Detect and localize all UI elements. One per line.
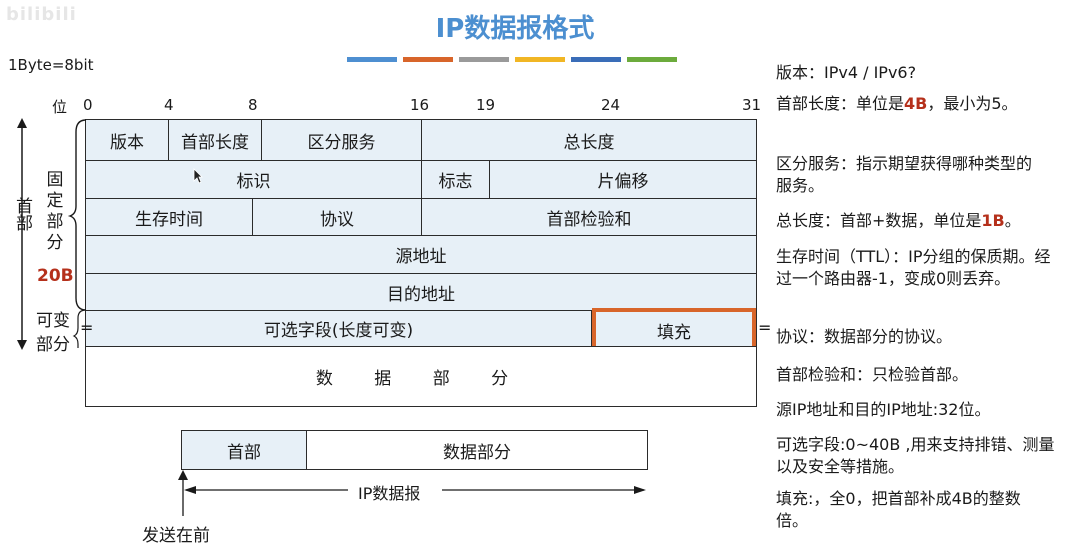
bit-tick-16: 16 — [410, 96, 430, 114]
datagram-label: IP数据报 — [356, 480, 423, 504]
bit-tick-4: 4 — [164, 96, 174, 114]
variable-part-label-2: 部分 — [36, 335, 70, 355]
variable-part-label-1: 可变 — [36, 311, 70, 331]
field-version: 版本 — [85, 119, 169, 161]
note-hlen-post: ，最小为5。 — [927, 94, 1018, 113]
fixed-size-label: 20B — [37, 266, 74, 286]
decor-bar-orange — [403, 57, 453, 62]
field-ttl: 生存时间 — [85, 198, 253, 236]
bit-tick-31: 31 — [742, 96, 762, 114]
decor-bar-blue — [347, 57, 397, 62]
note-total-post: 。 — [1004, 211, 1021, 230]
field-fragment-offset: 片偏移 — [489, 160, 757, 199]
send-first-arrow — [178, 470, 188, 516]
fixed-char-3: 部 — [46, 212, 64, 232]
decor-bar-darkblue — [571, 57, 621, 62]
note-address: 源IP地址和目的IP地址:32位。 — [776, 400, 991, 419]
note-diffserv: 区分服务：指示期望获得哪种类型的服务。 — [776, 154, 1033, 195]
note-options: 可选字段:0~40B ,用来支持排错、测量以及安全等措施。 — [776, 435, 1055, 476]
note-padding: 填充:，全0，把首部补成4B的整数倍。 — [776, 489, 1021, 530]
bit-axis-label: 位 — [52, 98, 68, 116]
variable-length-mark-left: = — [80, 318, 94, 337]
field-total-length: 总长度 — [421, 119, 757, 161]
fixed-char-1: 固 — [46, 170, 64, 190]
bit-tick-8: 8 — [248, 96, 258, 114]
header-part-label: 首部 — [10, 197, 32, 238]
field-source-address: 源地址 — [85, 235, 757, 274]
note-protocol: 协议：数据部分的协议。 — [776, 327, 953, 346]
field-protocol: 协议 — [252, 198, 422, 236]
decor-bar-gray — [459, 57, 509, 62]
field-destination-address: 目的地址 — [85, 273, 757, 311]
field-header-length: 首部长度 — [168, 119, 262, 161]
send-first-label: 发送在前 — [142, 526, 210, 546]
fixed-part-label: 固 定 部 分 — [44, 170, 66, 254]
fixed-char-4: 分 — [46, 233, 64, 253]
byte-bit-note: 1Byte=8bit — [8, 56, 94, 74]
padding-label: 填充 — [657, 323, 691, 343]
field-identification: 标识 — [85, 160, 422, 199]
datagram-span-arrow — [184, 486, 646, 494]
header-span-arrow — [17, 118, 87, 350]
field-diffserv: 区分服务 — [261, 119, 422, 161]
bit-tick-24: 24 — [601, 96, 621, 114]
note-ttl: 生存时间（TTL）：IP分组的保质期。经过一个路由器-1，变成0则丢弃。 — [776, 247, 1051, 288]
bit-tick-19: 19 — [476, 96, 496, 114]
field-flags: 标志 — [421, 160, 490, 199]
datagram-data-box: 数据部分 — [306, 430, 648, 470]
header-part-text: 首部 — [12, 197, 32, 231]
bit-tick-0: 0 — [83, 96, 93, 114]
note-hlen-pre: 首部长度：单位是 — [776, 94, 905, 113]
fixed-char-2: 定 — [46, 191, 64, 211]
decor-bar-yellow — [515, 57, 565, 62]
field-options: 可选字段(长度可变) — [85, 310, 592, 347]
datagram-header-box: 首部 — [181, 430, 307, 470]
page-title: IP数据报格式 — [435, 14, 595, 44]
decor-bar-green — [627, 57, 677, 62]
note-total-length: 总长度：首部+数据，单位是1B。 — [776, 210, 1066, 232]
bilibili-watermark: bilibili — [6, 4, 77, 25]
variable-length-mark-right: = — [758, 318, 772, 337]
note-version: 版本：IPv4 / IPv6? — [776, 63, 917, 82]
note-hlen-unit: 4B — [904, 94, 928, 113]
note-total-pre: 总长度：首部+数据，单位是 — [776, 211, 982, 230]
note-checksum: 首部检验和：只检验首部。 — [776, 365, 969, 384]
note-total-unit: 1B — [981, 211, 1005, 230]
field-data-part: 数 据 部 分 — [85, 346, 757, 407]
mouse-cursor-icon — [193, 168, 203, 184]
field-header-checksum: 首部检验和 — [421, 198, 757, 236]
note-header-length: 首部长度：单位是4B，最小为5。 — [776, 93, 1046, 115]
